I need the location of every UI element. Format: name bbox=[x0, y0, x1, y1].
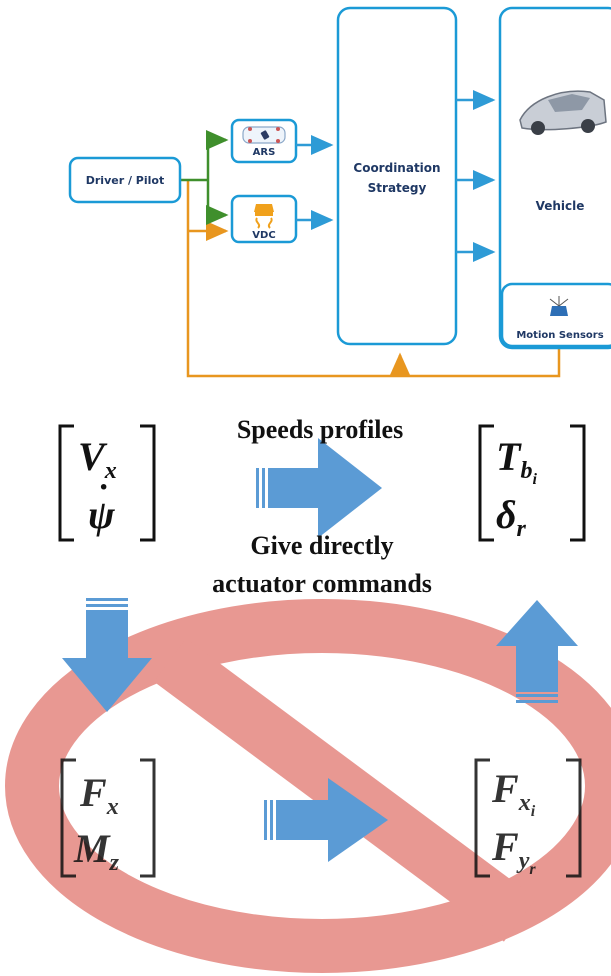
fx-subscript: x bbox=[106, 794, 119, 820]
vector-actuator-commands: Tbi δr bbox=[478, 424, 586, 542]
speeds-profiles-label: Speeds profiles bbox=[237, 415, 403, 444]
give-directly-label: Give directly bbox=[250, 531, 393, 560]
fxi-symbol: F bbox=[491, 766, 519, 811]
motion-sensors-block: Motion Sensors bbox=[500, 282, 611, 348]
delta-subscript: r bbox=[517, 516, 527, 542]
driver-output-arrows bbox=[180, 130, 229, 225]
svg-text:Fxi: Fxi bbox=[491, 766, 536, 820]
psi-symbol: ψ bbox=[88, 492, 115, 537]
svg-text:Fyr: Fyr bbox=[491, 824, 536, 878]
ars-car-icon bbox=[242, 126, 286, 144]
vehicle-label: Vehicle bbox=[536, 199, 585, 213]
svg-text:Fx: Fx bbox=[79, 770, 119, 820]
forbidden-path-figure: Speeds profiles Give directly actuator c… bbox=[5, 415, 611, 973]
delta-symbol: δ bbox=[496, 492, 517, 537]
vx-subscript: x bbox=[104, 458, 117, 484]
vector-tire-forces: Fxi Fyr bbox=[474, 758, 582, 878]
svg-text:Vx: Vx bbox=[78, 434, 117, 484]
mz-symbol: M bbox=[73, 826, 111, 871]
ars-block: ARS bbox=[230, 118, 298, 164]
mz-subscript: z bbox=[109, 850, 120, 876]
tb-subscript: b bbox=[520, 458, 532, 484]
vx-symbol: V bbox=[78, 434, 108, 479]
coordination-label-line2: Strategy bbox=[368, 181, 427, 195]
driver-pilot-label: Driver / Pilot bbox=[86, 174, 164, 187]
svg-text:δr: δr bbox=[496, 492, 527, 542]
speeds-profiles-arrow bbox=[256, 438, 382, 538]
vehicle-block: Vehicle bbox=[498, 6, 611, 350]
controller-to-coordination-arrows bbox=[296, 135, 334, 230]
actuator-commands-label: actuator commands bbox=[212, 569, 432, 598]
fyr-subscript: y bbox=[516, 848, 530, 874]
ars-label: ARS bbox=[253, 147, 276, 158]
forces-distribution-arrow bbox=[264, 778, 388, 862]
svg-text:Tbi: Tbi bbox=[496, 434, 537, 488]
downward-arrow bbox=[62, 598, 152, 712]
fxi-subsubscript: i bbox=[531, 803, 536, 820]
feedback-loop-arrows bbox=[186, 180, 561, 378]
psi-dot-accent: · bbox=[98, 469, 109, 506]
coordination-to-vehicle-arrows bbox=[456, 90, 496, 262]
control-architecture-diagram: Driver / Pilot ARS VDC bbox=[68, 6, 611, 378]
vdc-block: VDC bbox=[230, 194, 298, 244]
upward-arrow bbox=[496, 600, 578, 703]
vector-global-forces: Fx Mz bbox=[60, 758, 156, 878]
fx-symbol: F bbox=[79, 770, 107, 815]
tb-symbol: T bbox=[496, 434, 522, 479]
vector-speed-yaw-rate: Vx · ψ bbox=[58, 424, 156, 542]
svg-text:Mz: Mz bbox=[73, 826, 120, 876]
coordination-label-line1: Coordination bbox=[353, 161, 440, 175]
tb-subsubscript: i bbox=[532, 471, 537, 488]
vdc-label: VDC bbox=[252, 230, 275, 241]
vdc-skid-icon bbox=[254, 204, 274, 229]
coordination-strategy-block: Coordination Strategy bbox=[336, 6, 458, 346]
fyr-symbol: F bbox=[491, 824, 519, 869]
motion-sensors-label: Motion Sensors bbox=[516, 330, 603, 341]
fxi-subscript: x bbox=[518, 790, 531, 816]
driver-pilot-block: Driver / Pilot bbox=[68, 156, 182, 204]
fyr-subsubscript: r bbox=[529, 861, 536, 878]
sensor-icon bbox=[549, 296, 569, 316]
vehicle-car-icon bbox=[519, 90, 607, 135]
